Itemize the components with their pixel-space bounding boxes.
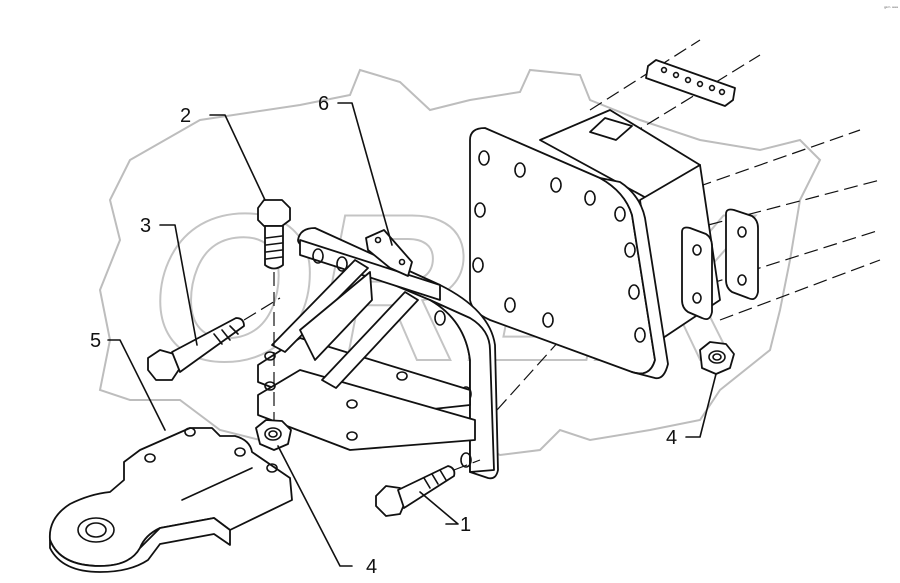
leader-lines — [107, 102, 717, 567]
callout-2: 2 — [180, 105, 191, 127]
callout-labels: 2 3 5 6 1 4 4 — [90, 93, 677, 578]
bolt-lower — [375, 459, 481, 517]
corner-mark: ᵍᶦᵐ ᵃᵃᵃ — [884, 6, 898, 12]
callout-4-center: 4 — [366, 556, 377, 578]
hitch-bracket — [257, 227, 499, 480]
callout-5: 5 — [90, 330, 101, 352]
callout-3: 3 — [140, 215, 151, 237]
callout-1: 1 — [460, 514, 471, 536]
callout-4-right: 4 — [666, 427, 677, 449]
drawbar-eye — [48, 427, 293, 573]
bolt-angled — [147, 297, 281, 381]
bolt-vertical — [257, 199, 291, 420]
hex-nut-right — [699, 341, 735, 375]
callout-6: 6 — [318, 93, 329, 115]
small-plate — [365, 229, 413, 277]
frame-beam-assembly — [469, 39, 881, 441]
hex-nut-center — [255, 419, 292, 451]
